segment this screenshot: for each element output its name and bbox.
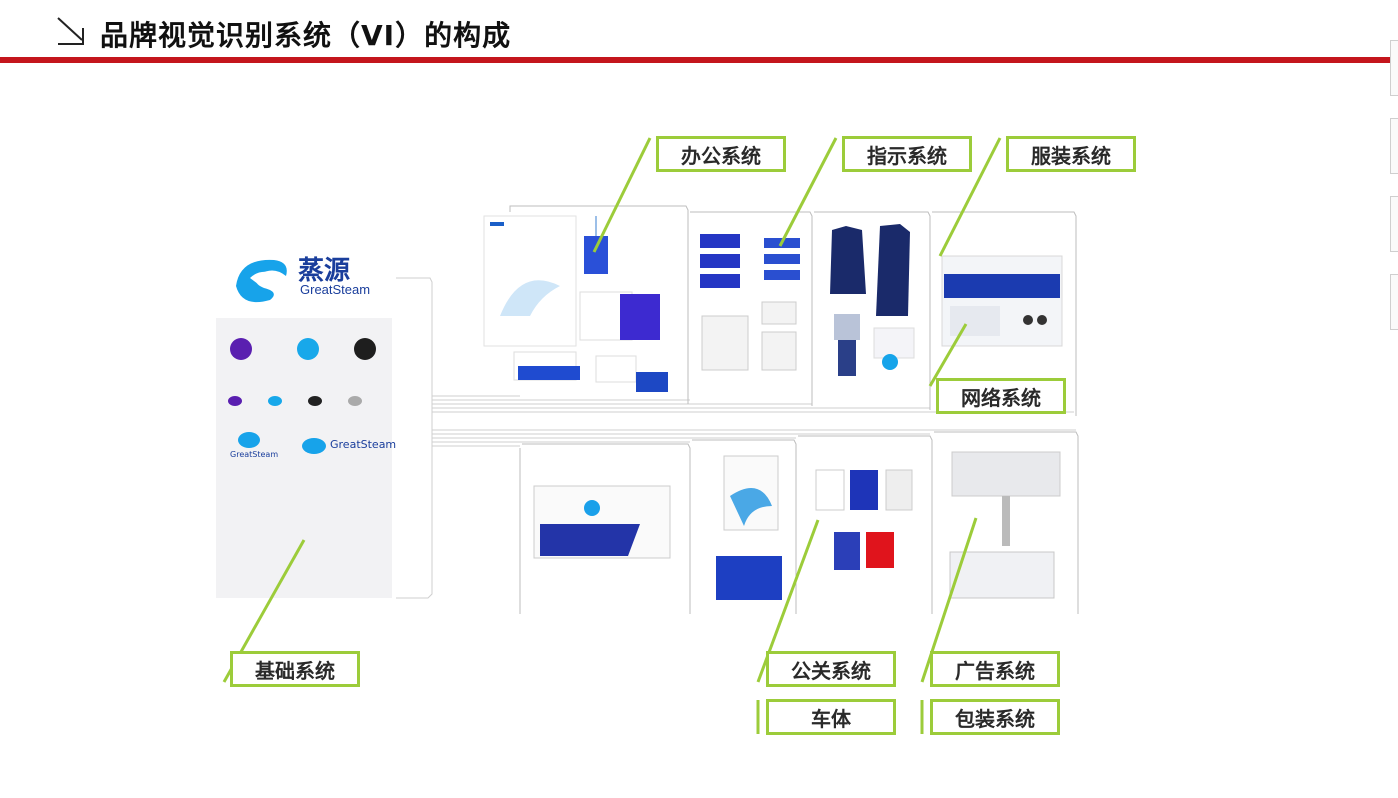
vehicle-items: [533, 485, 671, 559]
pr-items: [716, 455, 913, 600]
logo-variant-icon: [308, 396, 322, 406]
swirl-logo-icon: [238, 432, 260, 448]
logo-variant-icon: [268, 396, 282, 406]
color-swatch-cyan: [297, 338, 319, 360]
business-card: [518, 366, 580, 380]
logo-variants: [228, 394, 378, 408]
upper-panel-frames: [509, 205, 1077, 416]
brand-name-cn: 蒸源: [298, 256, 351, 286]
arrow-down-right-icon: [57, 17, 84, 45]
brand-name-en-medium: GreatSteam: [330, 438, 397, 451]
header-rule: [0, 57, 1390, 63]
card-holder: [636, 372, 668, 392]
logo-variant-icon: [228, 396, 242, 406]
callout-pr: 公关系统: [766, 651, 896, 687]
callout-vehicle: 车体: [766, 699, 896, 735]
side-tab[interactable]: [1390, 196, 1398, 252]
side-tab[interactable]: [1390, 40, 1398, 96]
color-swatch-black: [354, 338, 376, 360]
letterhead-swirl: [500, 280, 560, 316]
callout-signage: 指示系统: [842, 136, 972, 172]
color-swatch-purple: [230, 338, 252, 360]
advertising-items: [949, 451, 1061, 599]
callout-web: 网络系统: [936, 378, 1066, 414]
logo-lockup-horizontal: GreatSteam: [302, 436, 396, 456]
side-tab[interactable]: [1390, 274, 1398, 330]
apparel-items: [830, 224, 915, 376]
signage-items: [700, 234, 800, 371]
callout-advertising: 广告系统: [930, 651, 1060, 687]
callout-office: 办公系统: [656, 136, 786, 172]
callout-basic: 基础系统: [230, 651, 360, 687]
logo-variant-icon: [348, 396, 362, 406]
page-title: 品牌视觉识别系统（VI）的构成: [100, 19, 512, 52]
id-badge: [584, 236, 608, 274]
side-tab[interactable]: [1390, 118, 1398, 174]
swirl-logo-icon: [302, 438, 326, 454]
diagram-graphics: [216, 137, 1079, 734]
letterhead: [483, 215, 577, 347]
logo-lockup-vertical: GreatSteam: [230, 432, 278, 462]
brand-name-en: GreatSteam: [300, 282, 371, 297]
vi-diagram: 蒸源 GreatSteam GreatSteam GreatSteam 办公系统…: [0, 66, 1398, 798]
swirl-logo-icon: [236, 259, 287, 303]
bracket-lines: [396, 277, 1076, 599]
side-tabs: [1390, 40, 1398, 340]
basic-sheet: [216, 318, 392, 598]
brand-logo: 蒸源 GreatSteam: [230, 250, 390, 306]
office-items: [483, 215, 668, 392]
callout-apparel: 服装系统: [1006, 136, 1136, 172]
folder: [620, 294, 660, 340]
brand-name-en-small: GreatSteam: [230, 450, 279, 459]
lower-panel-frames: [519, 431, 1079, 614]
page-header: 品牌视觉识别系统（VI）的构成: [0, 0, 1398, 66]
callout-packaging: 包装系统: [930, 699, 1060, 735]
